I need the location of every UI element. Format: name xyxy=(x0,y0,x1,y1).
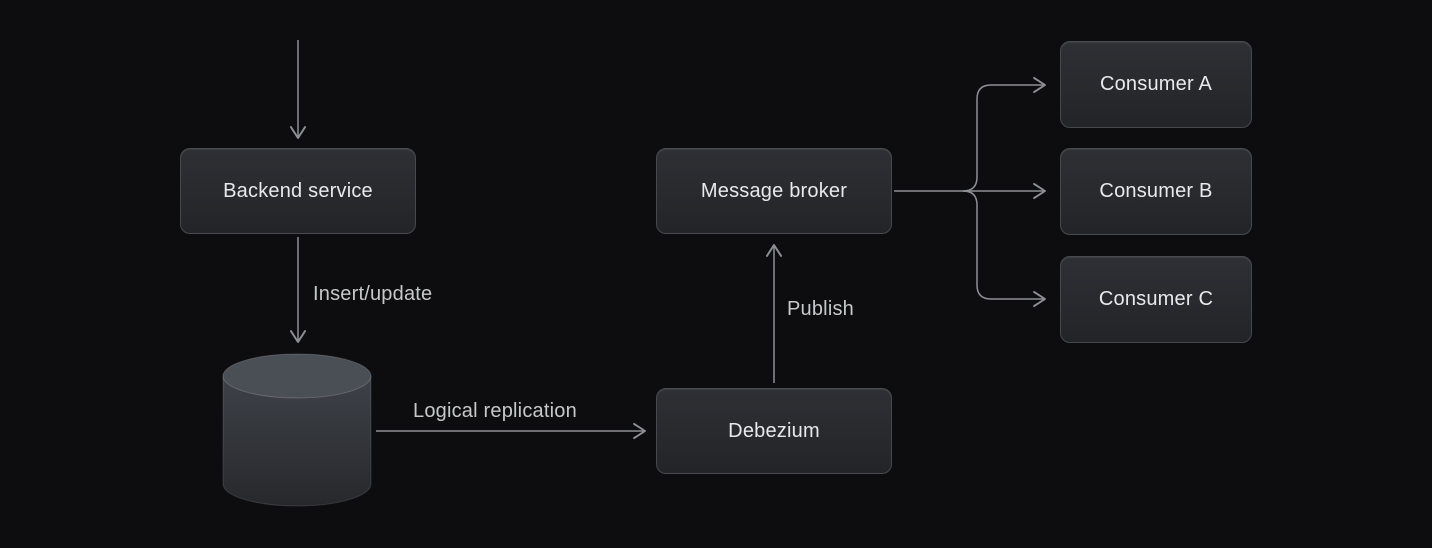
node-message-broker-label: Message broker xyxy=(700,179,848,202)
edge-label-insert-update: Insert/update xyxy=(313,283,433,305)
node-backend-service-label: Backend service xyxy=(223,179,373,202)
edge-fanout-c-arrow xyxy=(962,190,1046,308)
node-consumer-a: Consumer A xyxy=(1060,41,1252,128)
edge-label-logical-replication: Logical replication xyxy=(413,400,577,422)
node-backend-service: Backend service xyxy=(180,148,416,234)
node-consumer-c: Consumer C xyxy=(1060,256,1252,343)
node-consumer-b: Consumer B xyxy=(1060,148,1252,235)
node-debezium: Debezium xyxy=(656,388,892,474)
database-cylinder-icon xyxy=(222,353,372,507)
node-consumer-a-label: Consumer A xyxy=(1099,73,1213,95)
edge-label-publish: Publish xyxy=(787,298,854,320)
node-message-broker: Message broker xyxy=(656,148,892,234)
node-database xyxy=(222,350,372,510)
edge-fanout-a-arrow xyxy=(962,76,1046,192)
node-consumer-b-label: Consumer B xyxy=(1099,180,1213,202)
node-debezium-label: Debezium xyxy=(728,419,820,442)
node-consumer-c-label: Consumer C xyxy=(1098,288,1214,310)
